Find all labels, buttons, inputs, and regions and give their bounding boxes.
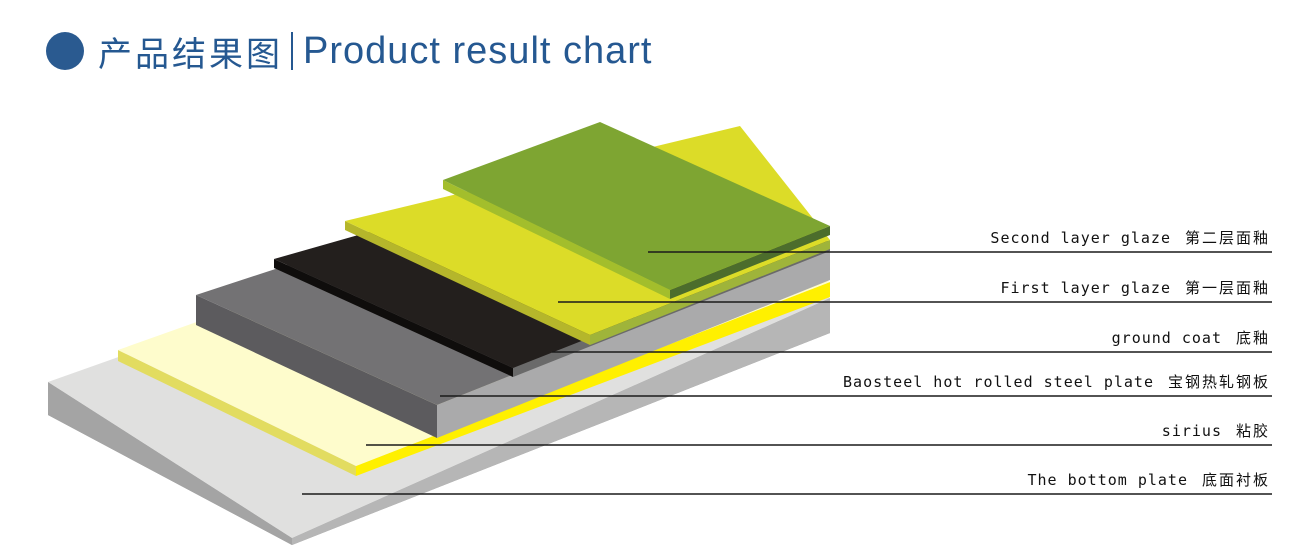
label-sirius: sirius 粘胶 (1162, 420, 1270, 441)
title-divider (291, 32, 293, 70)
page-header: 产品结果图 Product result chart (46, 26, 652, 76)
page-title-zh: 产品结果图 (98, 34, 283, 75)
label-bottom-plate-zh: 底面衬板 (1201, 471, 1270, 489)
label-first-glaze-en: First layer glaze (1000, 279, 1171, 297)
label-ground-coat-zh: 底釉 (1235, 329, 1270, 347)
label-first-glaze: First layer glaze 第一层面釉 (1000, 277, 1270, 298)
label-second-glaze-zh: 第二层面釉 (1184, 229, 1270, 247)
second-glaze-layer (443, 122, 830, 299)
label-steel-plate-zh: 宝钢热轧钢板 (1167, 373, 1270, 391)
label-bottom-plate: The bottom plate 底面衬板 (1027, 469, 1270, 490)
label-steel-plate-en: Baosteel hot rolled steel plate (843, 373, 1154, 391)
label-ground-coat: ground coat 底釉 (1112, 327, 1270, 348)
label-bottom-plate-en: The bottom plate (1027, 471, 1188, 489)
label-sirius-en: sirius (1161, 422, 1222, 440)
leader-lines (302, 251, 1272, 495)
bullet-circle-icon (46, 32, 84, 70)
label-sirius-zh: 粘胶 (1235, 422, 1270, 440)
label-steel-plate: Baosteel hot rolled steel plate 宝钢热轧钢板 (843, 371, 1270, 392)
label-first-glaze-zh: 第一层面釉 (1184, 279, 1270, 297)
label-ground-coat-en: ground coat (1111, 329, 1222, 347)
page-title-en: Product result chart (303, 29, 653, 72)
label-second-glaze-en: Second layer glaze (990, 229, 1171, 247)
label-second-glaze: Second layer glaze 第二层面釉 (990, 227, 1270, 248)
